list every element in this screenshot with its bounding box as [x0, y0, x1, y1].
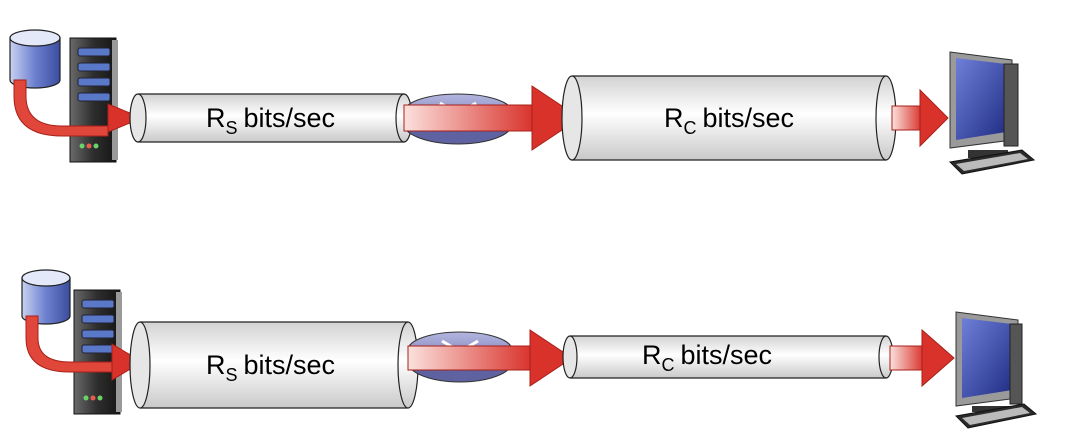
computer-icon	[948, 51, 1036, 175]
flow-arrow-client	[889, 328, 955, 388]
link-pipe-client	[562, 335, 894, 379]
link-pipe-client	[561, 75, 897, 161]
computer-icon	[954, 311, 1038, 429]
database-icon	[21, 269, 71, 325]
flow-arrow-client	[891, 88, 949, 148]
server-icon	[69, 37, 118, 163]
flow-arrow-router	[403, 85, 581, 151]
link-pipe-server	[129, 321, 419, 409]
flow-arrow-router	[407, 329, 573, 387]
database-icon	[9, 29, 61, 89]
